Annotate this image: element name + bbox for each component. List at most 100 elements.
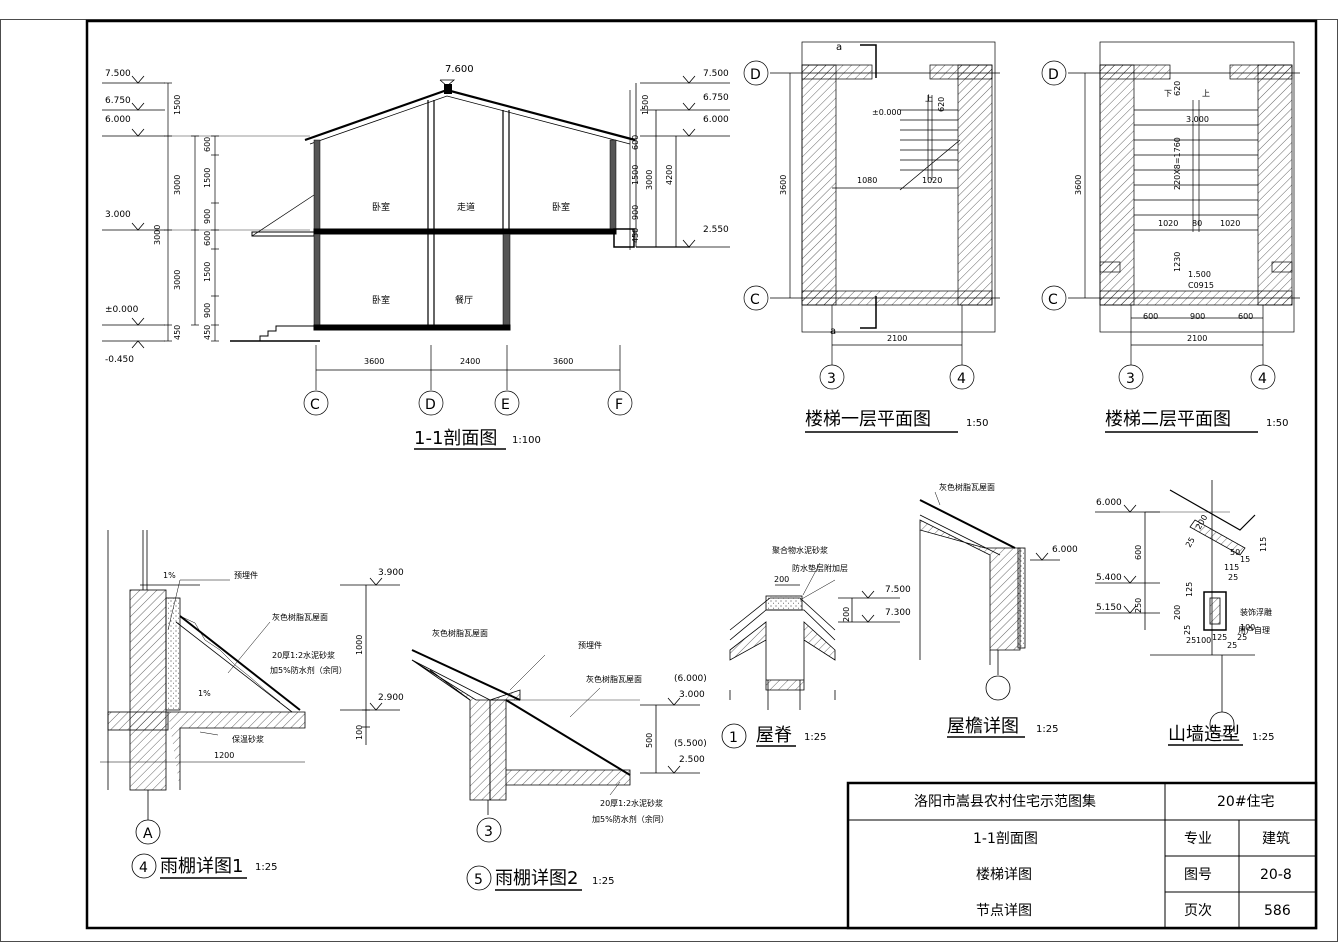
canopy2-dim-100: 100 xyxy=(355,725,364,740)
canopy1-roof: 灰色树脂瓦屋面 xyxy=(272,612,328,622)
ridge-elev-7500: 7.500 xyxy=(885,585,911,595)
canopy2-dim-1000: 1000 xyxy=(355,635,364,655)
stair1-level: ±0.000 xyxy=(872,108,902,117)
stair2-dim-3600: 3600 xyxy=(1074,175,1083,195)
right-elevation-marks xyxy=(635,75,730,248)
gable-title: 山墙造型 xyxy=(1168,724,1240,745)
field-label-discipline: 专业 xyxy=(1184,831,1212,847)
stair2-dim-1230: 1230 xyxy=(1173,252,1182,272)
stair2-level-3000: 3.000 xyxy=(1186,115,1209,124)
stair2-dim-600b: 600 xyxy=(1238,312,1253,321)
stair1-axis-3: 3 xyxy=(827,371,836,387)
elev-left-6: -0.450 xyxy=(105,355,134,365)
gable-elev-6000: 6.000 xyxy=(1096,498,1122,508)
stair1-dim-620: 620 xyxy=(937,97,946,112)
canopy-detail-1: 1% 预埋件 灰色树脂瓦屋面 20厚1:2水泥砂浆 加5%防水剂（余同） 1% … xyxy=(100,530,347,879)
gable-ornament: 装饰浮雕 xyxy=(1240,607,1272,617)
title-project: 洛阳市嵩县农村住宅示范图集 xyxy=(914,793,1096,810)
stair2-dim-1760: 220X8=1760 xyxy=(1173,137,1182,190)
stair1-axis-c: C xyxy=(750,292,760,308)
eave-scale: 1:25 xyxy=(1036,724,1058,735)
dim-left-outer-2: 3000 xyxy=(173,175,182,195)
stair2-dim-620: 620 xyxy=(1173,81,1182,96)
stair1-title: 楼梯一层平面图 xyxy=(805,409,931,430)
stair2-dim-600a: 600 xyxy=(1143,312,1158,321)
gable-dim-200b: 200 xyxy=(1173,605,1182,620)
gable-dim-125b: 125 xyxy=(1212,633,1227,642)
axis-d: D xyxy=(425,397,436,413)
canopy1-insulation: 保温砂浆 xyxy=(232,734,264,744)
gable-dim-100a: 100 xyxy=(1196,636,1211,645)
canopy1-mortar: 20厚1:2水泥砂浆 xyxy=(272,650,335,660)
ridge-underlay: 防水垫层附加层 xyxy=(792,563,848,573)
title-drawing-3: 节点详图 xyxy=(976,903,1032,919)
ridge-scale: 1:25 xyxy=(804,732,826,743)
stair1-dim-2100: 2100 xyxy=(887,334,907,343)
stair2-scale: 1:50 xyxy=(1266,418,1288,429)
gable-elev-5400: 5.400 xyxy=(1096,573,1122,583)
stair2-axis-4: 4 xyxy=(1258,371,1267,387)
stair1-axis-4: 4 xyxy=(957,371,966,387)
axis-f: F xyxy=(615,397,623,413)
stair2-dim-80: 80 xyxy=(1192,219,1202,228)
stair2-up: 上 xyxy=(1202,89,1210,98)
field-label-page: 页次 xyxy=(1184,903,1212,919)
canopy2-roof-2: 灰色树脂瓦屋面 xyxy=(586,674,642,684)
canopy1-axis-a: A xyxy=(143,826,153,842)
field-value-drawing-no: 20-8 xyxy=(1260,867,1292,883)
stair-second-floor-plan: D C 3 4 620 3.000 220X8=1760 1020 80 102… xyxy=(1041,41,1300,433)
ridge-elev-7300: 7.300 xyxy=(885,608,911,618)
canopy2-dim-500: 500 xyxy=(645,733,654,748)
section-building-outline xyxy=(230,84,690,342)
dim-left-total: 3000 xyxy=(153,225,162,245)
elev-left-1: 7.500 xyxy=(105,69,131,79)
ridge-mortar: 聚合物水泥砂浆 xyxy=(772,545,828,555)
elev-left-3: 6.000 xyxy=(105,115,131,125)
dim-left-in-2: 1500 xyxy=(203,168,212,188)
gable-dim-25f: 25 xyxy=(1227,641,1237,650)
stair2-window: C0915 xyxy=(1188,281,1214,290)
gable-dim-100b: 100 xyxy=(1240,623,1255,632)
dim-left-in-1: 600 xyxy=(203,137,212,152)
elev-right-1: 7.500 xyxy=(703,69,729,79)
stair1-dim-1080: 1080 xyxy=(857,176,877,185)
dim-right-5: 450 xyxy=(631,228,640,243)
field-value-page: 586 xyxy=(1264,903,1291,919)
canopy2-roof-1: 灰色树脂瓦屋面 xyxy=(432,628,488,638)
gable-dim-25b: 25 xyxy=(1186,636,1196,645)
eave-elev-6000: 6.000 xyxy=(1052,545,1078,555)
axis-e: E xyxy=(501,397,510,413)
gable-dim-25c: 25 xyxy=(1237,633,1247,642)
dim-left-outer-3: 3000 xyxy=(173,270,182,290)
canopy2-elev-3000: 3.000 xyxy=(679,690,705,700)
room-label-3: 卧室 xyxy=(552,201,570,213)
stair2-level-1500: 1.500 xyxy=(1188,270,1211,279)
canopy2-elev-5500: (5.500) xyxy=(674,739,707,749)
dim-left-in-3: 900 xyxy=(203,209,212,224)
dim-right-2: 600 xyxy=(631,135,640,150)
gable-dim-250: 250 xyxy=(1134,598,1143,613)
stair2-dim-1020b: 1020 xyxy=(1220,219,1240,228)
elev-right-3: 6.000 xyxy=(703,115,729,125)
stair2-axis-3: 3 xyxy=(1126,371,1135,387)
inner-border xyxy=(85,19,1318,930)
canopy2-elev-3900: 3.900 xyxy=(378,568,404,578)
elev-left-2: 6.750 xyxy=(105,96,131,106)
canopy1-title: 雨棚详图1 xyxy=(160,856,243,877)
gable-dim-50: 50 xyxy=(1230,548,1240,557)
stair-first-floor-plan: D C 3 4 a a ±0.000 上 620 1080 1020 3600 … xyxy=(743,41,1000,433)
section-dim-1: 3600 xyxy=(364,357,384,366)
section-1-1: 7.500 6.750 6.000 3.000 ±0.000 -0.450 15… xyxy=(102,64,730,450)
canopy2-num: 5 xyxy=(474,872,483,888)
stair2-dim-1020a: 1020 xyxy=(1158,219,1178,228)
stair1-dim-1020: 1020 xyxy=(922,176,942,185)
gable-dim-115b: 115 xyxy=(1259,537,1268,552)
gable-scale: 1:25 xyxy=(1252,732,1274,743)
gable-detail: 6.000 5.400 5.150 600 250 200 25 125 100… xyxy=(1095,480,1274,746)
canopy1-slope-2: 1% xyxy=(198,689,211,698)
dim-left-outer-1: 1500 xyxy=(173,95,182,115)
canopy1-dim-1200: 1200 xyxy=(214,751,234,760)
dim-left-outer-4: 450 xyxy=(173,325,182,340)
canopy2-title: 雨棚详图2 xyxy=(495,868,578,889)
